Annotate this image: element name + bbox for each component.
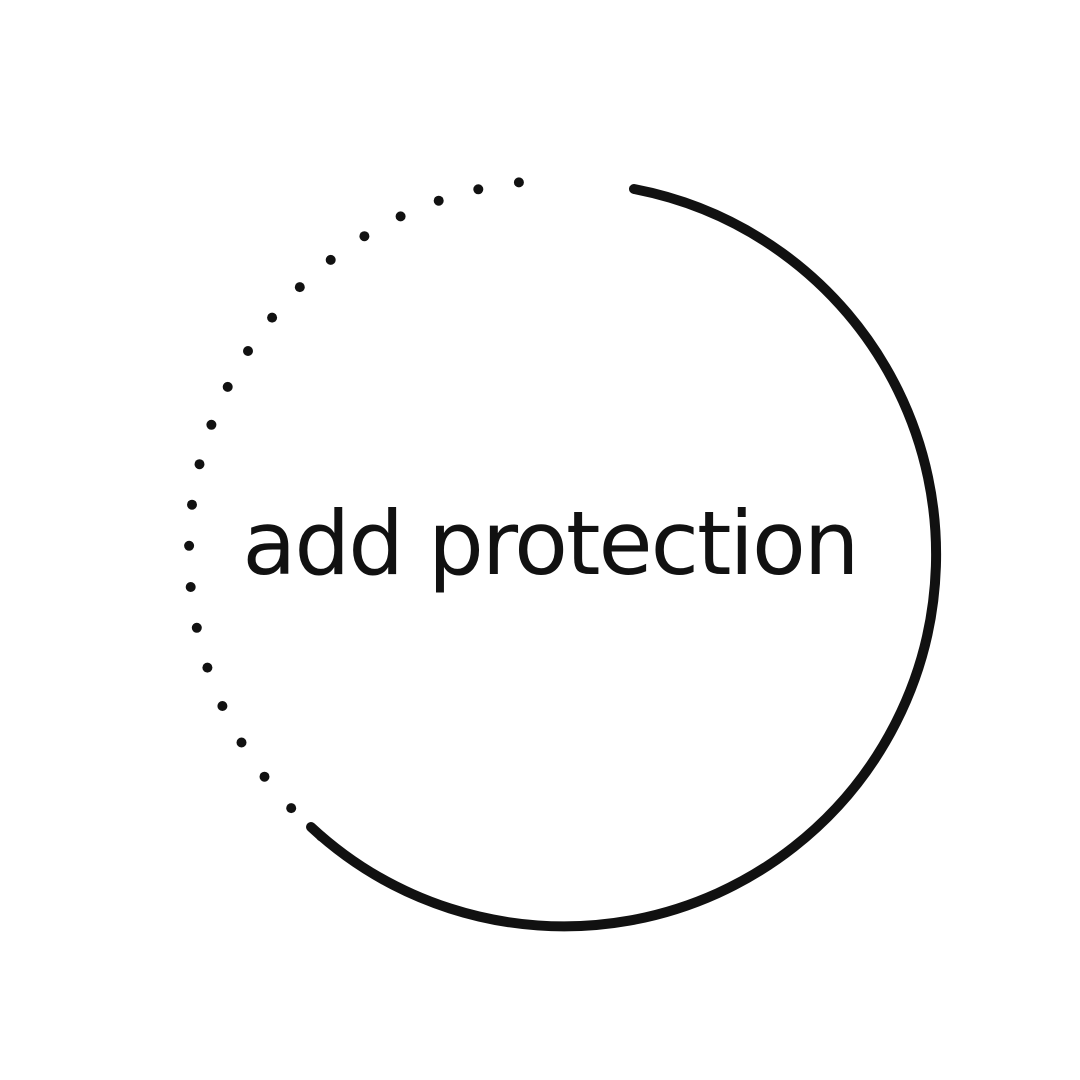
add-protection-text: add protection — [242, 492, 859, 595]
ring-dot — [236, 737, 247, 748]
ring-dot — [206, 419, 217, 430]
ring-dot — [286, 803, 297, 814]
dotted-arc — [184, 177, 524, 842]
ring-dot — [194, 459, 205, 470]
ring-dot — [433, 195, 444, 206]
ring-dot — [202, 662, 213, 673]
ring-dot — [267, 312, 278, 323]
ring-dot — [217, 701, 228, 711]
ring-dot — [316, 831, 327, 842]
ring-dot — [513, 177, 524, 188]
ring-dot — [222, 381, 233, 392]
ring-dot — [259, 771, 270, 782]
ring-dot — [243, 346, 253, 356]
ring-dot — [294, 282, 305, 293]
ring-dot — [473, 184, 484, 195]
ring-dot — [191, 622, 202, 633]
solid-arc — [306, 184, 942, 932]
ring-dot — [359, 231, 370, 242]
ring-dot — [325, 254, 336, 265]
ring-dot — [184, 540, 195, 551]
ring-dot — [185, 582, 196, 592]
ring-dot — [187, 499, 197, 510]
ring-dot — [395, 211, 406, 222]
